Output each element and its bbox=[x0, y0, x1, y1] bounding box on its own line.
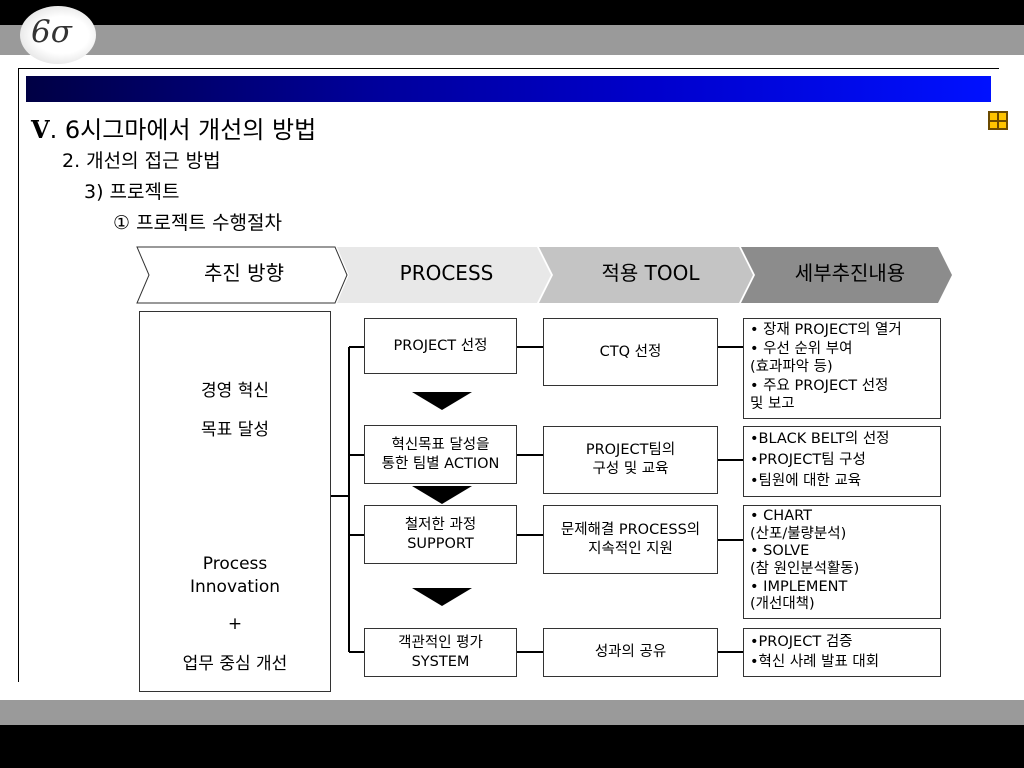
section-heading: 2. 개선의 접근 방법 bbox=[62, 150, 221, 172]
direction-line-6: 업무 중심 개선 bbox=[182, 654, 288, 674]
tool-box-4-line-1: 성과의 공유 bbox=[594, 644, 667, 661]
page-title: Ⅴ. 6시그마에서 개선의 방법 bbox=[31, 110, 316, 145]
detail-3-line-5: • IMPLEMENT bbox=[750, 578, 848, 595]
detail-4-line-1: •PROJECT 검증 bbox=[750, 634, 853, 650]
six-sigma-logo-text: 6σ bbox=[31, 14, 72, 50]
detail-box-4: •PROJECT 검증 •혁신 사례 발표 대회 bbox=[743, 628, 941, 677]
detail-box-3: • CHART (산포/불량분석) • SOLVE (참 원인분석활동) • I… bbox=[743, 505, 941, 619]
down-arrow-2 bbox=[412, 486, 472, 504]
direction-line-4: Innovation bbox=[189, 577, 280, 597]
detail-1-line-2: • 우선 순위 부여 bbox=[750, 340, 853, 357]
direction-line-5: + bbox=[227, 614, 243, 634]
direction-line-2: 목표 달성 bbox=[201, 420, 269, 440]
process-box-3: 철저한 과정 SUPPORT bbox=[364, 505, 517, 564]
process-box-4-line-1: 객관적인 평가 bbox=[398, 634, 483, 651]
tool-box-2-line-1: PROJECT팀의 bbox=[585, 442, 676, 459]
detail-box-2: •BLACK BELT의 선정 •PROJECT팀 구성 •팀원에 대한 교육 bbox=[743, 426, 941, 497]
direction-line-3: Process bbox=[202, 554, 268, 574]
detail-3-line-6: (개선대책) bbox=[750, 596, 815, 613]
tool-box-3-line-2: 지속적인 지원 bbox=[588, 540, 673, 557]
direction-box bbox=[139, 311, 331, 692]
direction-line-1: 경영 혁신 bbox=[201, 381, 269, 401]
down-arrow-3 bbox=[412, 588, 472, 606]
detail-3-line-2: (산포/불량분석) bbox=[750, 525, 847, 542]
subsection-heading: 3) 프로젝트 bbox=[84, 181, 180, 203]
process-box-4-line-2: SYSTEM bbox=[411, 653, 470, 670]
frame-top-line bbox=[18, 68, 999, 69]
process-box-4: 객관적인 평가 SYSTEM bbox=[364, 628, 517, 677]
process-box-2-line-1: 혁신목표 달성을 bbox=[391, 436, 490, 453]
detail-3-line-4: (참 원인분석활동) bbox=[750, 561, 860, 578]
detail-3-line-3: • SOLVE bbox=[750, 543, 810, 560]
process-box-3-line-2: SUPPORT bbox=[407, 535, 474, 552]
header-process: PROCESS bbox=[399, 261, 494, 285]
frame-left-line bbox=[18, 68, 19, 682]
detail-1-line-1: • 장재 PROJECT의 열거 bbox=[750, 322, 902, 338]
header-tool: 적용 TOOL bbox=[601, 261, 700, 285]
tool-box-1-line-1: CTQ 선정 bbox=[599, 343, 662, 360]
down-arrow-1 bbox=[412, 392, 472, 410]
detail-4-line-2: •혁신 사례 발표 대회 bbox=[750, 654, 880, 671]
header-detail: 세부추진내용 bbox=[794, 261, 906, 285]
detail-box-1: • 장재 PROJECT의 열거 • 우선 순위 부여 (효과파악 등) • 주… bbox=[743, 318, 941, 419]
detail-2-line-1: •BLACK BELT의 선정 bbox=[750, 431, 890, 447]
tool-box-3-line-1: 문제해결 PROCESS의 bbox=[560, 521, 701, 538]
process-box-1-line-1: PROJECT 선정 bbox=[393, 337, 488, 354]
detail-2-line-2: •PROJECT팀 구성 bbox=[750, 452, 866, 469]
bottom-gray-band bbox=[0, 700, 1024, 725]
detail-1-line-5: 및 보고 bbox=[750, 396, 795, 413]
header-direction: 추진 방향 bbox=[204, 261, 284, 285]
top-band bbox=[0, 0, 1024, 25]
tool-box-2-line-2: 구성 및 교육 bbox=[592, 461, 669, 477]
title-bar bbox=[26, 76, 991, 102]
process-box-2-line-2: 통한 팀별 ACTION bbox=[381, 455, 500, 472]
tool-box-4: 성과의 공유 bbox=[543, 628, 718, 677]
roman-numeral: Ⅴ bbox=[31, 115, 50, 144]
detail-3-line-1: • CHART bbox=[750, 508, 812, 524]
grid-icon bbox=[988, 111, 1008, 130]
process-box-3-line-1: 철저한 과정 bbox=[404, 516, 477, 533]
top-gray-band bbox=[0, 25, 1024, 55]
process-box-1: PROJECT 선정 bbox=[364, 318, 517, 374]
bottom-band bbox=[0, 725, 1024, 768]
page-title-text: . 6시그마에서 개선의 방법 bbox=[49, 116, 317, 144]
detail-1-line-4: • 주요 PROJECT 선정 bbox=[750, 377, 889, 394]
topic-heading: ① 프로젝트 수행절차 bbox=[113, 212, 282, 234]
detail-2-line-3: •팀원에 대한 교육 bbox=[750, 473, 862, 490]
six-sigma-logo bbox=[20, 6, 96, 64]
tool-box-1: CTQ 선정 bbox=[543, 318, 718, 386]
detail-1-line-3: (효과파악 등) bbox=[750, 359, 833, 376]
